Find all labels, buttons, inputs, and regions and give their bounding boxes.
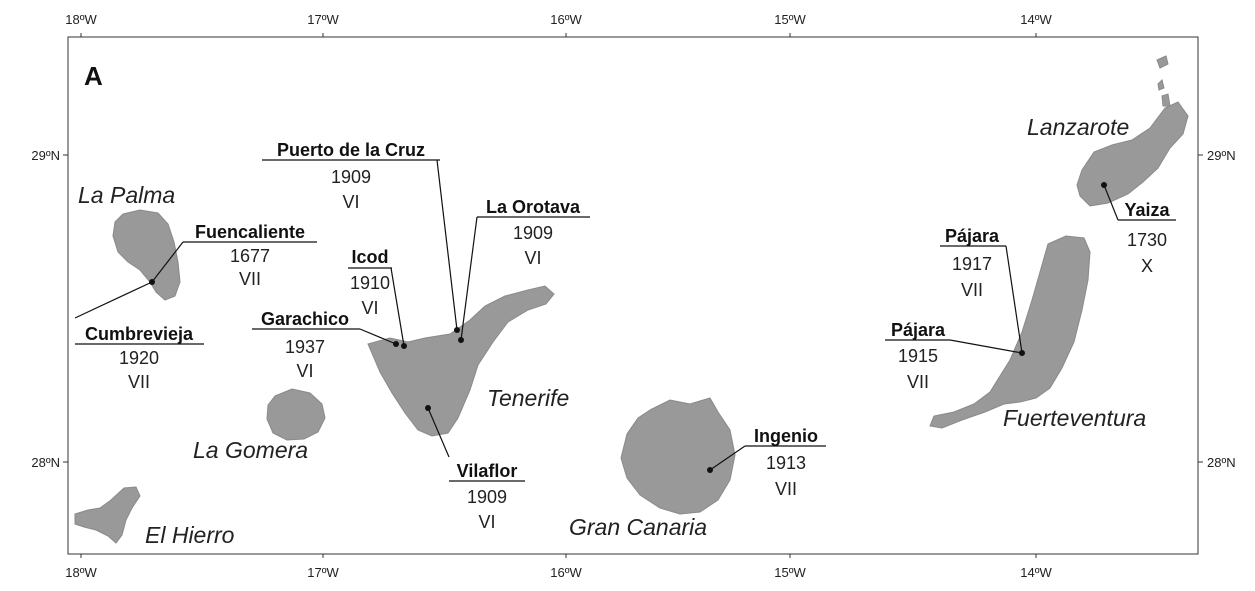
- lon-label-bottom-16w: 16ºW: [550, 565, 582, 580]
- epicenter-dot-icod: [401, 343, 407, 349]
- place-name: Ingenio: [754, 426, 818, 446]
- place-year: 1915: [898, 346, 938, 366]
- lat-label-right-29n: 29ºN: [1207, 148, 1236, 163]
- earthquake-label-pajara-1917: Pájara 1917 VII: [940, 226, 1006, 300]
- lon-label-top-14w: 14ºW: [1020, 12, 1052, 27]
- earthquake-label-garachico: Garachico 1937 VI: [252, 309, 360, 381]
- lon-label-top-15w: 15ºW: [774, 12, 806, 27]
- place-name: Yaiza: [1124, 200, 1170, 220]
- earthquake-label-fuencaliente: Fuencaliente 1677 VII: [183, 222, 317, 289]
- place-year: 1677: [230, 246, 270, 266]
- longitude-ticks: [80, 33, 1037, 558]
- place-name: Puerto de la Cruz: [277, 140, 425, 160]
- place-name: Garachico: [261, 309, 349, 329]
- epicenter-dot-ingenio: [707, 467, 713, 473]
- earthquake-label-la-orotava: La Orotava 1909 VI: [477, 197, 590, 268]
- island-fuerteventura: [929, 235, 1091, 429]
- epicenter-dot-pajara: [1019, 350, 1025, 356]
- island-la-palma: [112, 209, 181, 301]
- earthquake-label-ingenio: Ingenio 1913 VII: [745, 426, 826, 499]
- place-year: 1937: [285, 337, 325, 357]
- lat-label-left-28n: 28ºN: [31, 455, 60, 470]
- place-name: La Orotava: [486, 197, 581, 217]
- place-year: 1920: [119, 348, 159, 368]
- lon-label-bottom-17w: 17ºW: [307, 565, 339, 580]
- lon-label-bottom-15w: 15ºW: [774, 565, 806, 580]
- earthquake-label-yaiza: Yaiza 1730 X: [1118, 200, 1176, 276]
- lon-label-top-16w: 16ºW: [550, 12, 582, 27]
- place-year: 1909: [331, 167, 371, 187]
- place-year: 1917: [952, 254, 992, 274]
- epicenter-dot-garachico: [393, 341, 399, 347]
- place-name: Cumbrevieja: [85, 324, 194, 344]
- place-intensity: VII: [961, 280, 983, 300]
- place-intensity: VII: [128, 372, 150, 392]
- place-name: Vilaflor: [457, 461, 518, 481]
- place-intensity: X: [1141, 256, 1153, 276]
- lon-label-top-17w: 17ºW: [307, 12, 339, 27]
- panel-label: A: [84, 61, 103, 91]
- lat-label-left-29n: 29ºN: [31, 148, 60, 163]
- island-label-tenerife: Tenerife: [487, 385, 569, 411]
- epicenter-dot-yaiza: [1101, 182, 1107, 188]
- island-tenerife: [367, 285, 555, 437]
- lat-label-right-28n: 28ºN: [1207, 455, 1236, 470]
- earthquake-label-pajara-1915: Pájara 1915 VII: [885, 320, 950, 392]
- place-intensity: VI: [524, 248, 541, 268]
- island-gran-canaria: [620, 397, 736, 515]
- leader-lines: [74, 159, 1119, 471]
- place-name: Pájara: [945, 226, 1000, 246]
- place-year: 1909: [467, 487, 507, 507]
- place-intensity: VI: [361, 298, 378, 318]
- place-name: Pájara: [891, 320, 946, 340]
- island-label-la-gomera: La Gomera: [193, 437, 308, 463]
- place-intensity: VI: [478, 512, 495, 532]
- island-label-gran-canaria: Gran Canaria: [569, 514, 707, 540]
- map-frame: [67, 36, 1199, 555]
- island-label-fuerteventura: Fuerteventura: [1003, 405, 1146, 431]
- island-el-hierro: [74, 486, 141, 544]
- earthquake-label-cumbrevieja: Cumbrevieja 1920 VII: [75, 324, 204, 392]
- epicenter-dot-vilaflor: [425, 405, 431, 411]
- island-lanzarote: [1076, 55, 1189, 207]
- place-year: 1730: [1127, 230, 1167, 250]
- epicenter-dot-cumbrevieja: [149, 279, 155, 285]
- earthquake-label-puerto-de-la-cruz: Puerto de la Cruz 1909 VI: [262, 140, 440, 212]
- place-intensity: VII: [239, 269, 261, 289]
- lon-label-bottom-18w: 18ºW: [65, 565, 97, 580]
- epicenter-dots: [149, 182, 1107, 473]
- place-year: 1909: [513, 223, 553, 243]
- earthquake-label-icod: Icod 1910 VI: [348, 247, 392, 318]
- earthquake-label-vilaflor: Vilaflor 1909 VI: [449, 461, 525, 532]
- epicenter-dot-la-orotava: [458, 337, 464, 343]
- place-name: Icod: [351, 247, 388, 267]
- place-year: 1913: [766, 453, 806, 473]
- lon-label-top-18w: 18ºW: [65, 12, 97, 27]
- island-label-lanzarote: Lanzarote: [1027, 114, 1129, 140]
- place-intensity: VII: [775, 479, 797, 499]
- latitude-ticks: [63, 154, 1203, 463]
- place-name: Fuencaliente: [195, 222, 305, 242]
- island-label-el-hierro: El Hierro: [145, 522, 235, 548]
- place-intensity: VI: [296, 361, 313, 381]
- place-intensity: VI: [342, 192, 359, 212]
- epicenter-dot-puerto-de-la-cruz: [454, 327, 460, 333]
- island-la-gomera: [266, 388, 326, 441]
- lon-label-bottom-14w: 14ºW: [1020, 565, 1052, 580]
- island-label-la-palma: La Palma: [78, 182, 175, 208]
- place-year: 1910: [350, 273, 390, 293]
- place-intensity: VII: [907, 372, 929, 392]
